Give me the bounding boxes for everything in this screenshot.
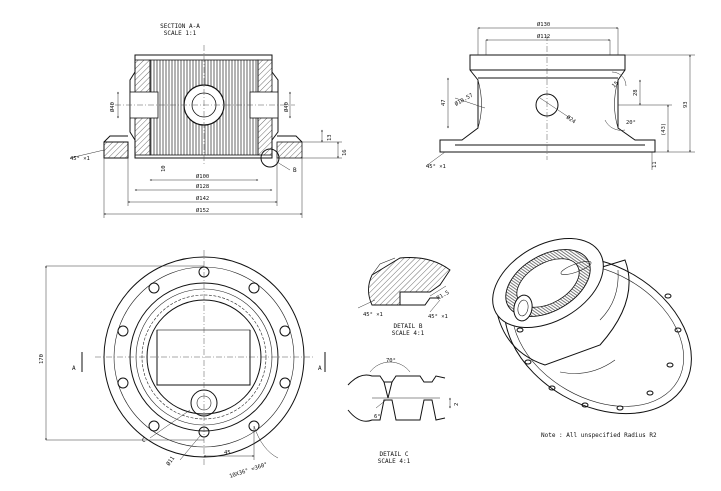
dim-d24: Ø24 [565,114,578,126]
isometric-view [492,237,692,415]
dim-h28: 28 [633,89,639,96]
dim-d170: 170 [39,354,45,364]
detail-c-angle70: 70° [386,358,396,364]
section-title: SECTION A-A [160,23,200,30]
dim-d142: Ø142 [196,195,209,202]
section-mark-left: A [72,365,76,372]
dim-d10-57: Ø10.57 [454,92,475,108]
section-view: SECTION A-A SCALE 1:1 B Ø40 Ø40 Ø100 [69,23,348,218]
detail-b-angle-right: 45° ×1 [428,314,448,320]
detail-b-scale: SCALE 4:1 [392,330,425,337]
side-view: Ø24 Ø10.57 Ø130 Ø112 47 28 93 (43) 11 15… [425,21,695,170]
dim-d112: Ø112 [537,33,550,40]
general-note: Note : All unspecified Radius R2 [541,432,657,439]
dim-h11: 11 [652,161,658,168]
detail-b: 45° ×1 45° ×1 R1.5 DETAIL B SCALE 4:1 [357,257,451,337]
top-view: A A 170 45 Ø11 C 10X36° =360° [39,250,326,480]
section-scale: SCALE 1:1 [164,30,197,37]
dim-d40-right: Ø40 [283,102,290,112]
section-mark-right: A [318,365,322,372]
detail-c-ref: C [142,437,146,444]
dim-hole: Ø11 [165,455,176,467]
detail-b-ref: B [293,167,297,174]
dim-h47: 47 [441,99,447,106]
dim-w45: 45 [224,450,231,456]
detail-c-angle6: 6° [374,414,381,420]
detail-c: 70° 6° 2 DETAIL C SCALE 4:1 [347,358,460,465]
dim-h43: (43) [661,123,667,136]
dim-d128: Ø128 [196,183,209,190]
dim-d40-left: Ø40 [109,102,116,112]
dim-h93: 93 [683,101,689,108]
dim-h10: 10 [161,165,167,172]
dim-d130: Ø130 [537,21,550,28]
detail-c-h2: 2 [454,403,460,406]
dim-h13: 13 [327,134,333,141]
dim-pattern: 10X36° =360° [229,462,269,480]
detail-c-title: DETAIL C [380,451,409,458]
dim-angle20: 20° [626,120,636,126]
dim-r15: 15 [611,80,620,89]
detail-c-scale: SCALE 4:1 [378,458,411,465]
dim-angle-side: 45° ×1 [426,164,446,170]
dim-h16: 16 [342,149,348,156]
detail-b-title: DETAIL B [394,323,423,330]
dim-d152: Ø152 [196,207,209,214]
dim-angle-section: 45° ×1 [70,156,90,162]
detail-b-radius: R1.5 [436,290,450,302]
dim-d100: Ø100 [196,173,209,180]
detail-b-angle-left: 45° ×1 [363,312,383,318]
